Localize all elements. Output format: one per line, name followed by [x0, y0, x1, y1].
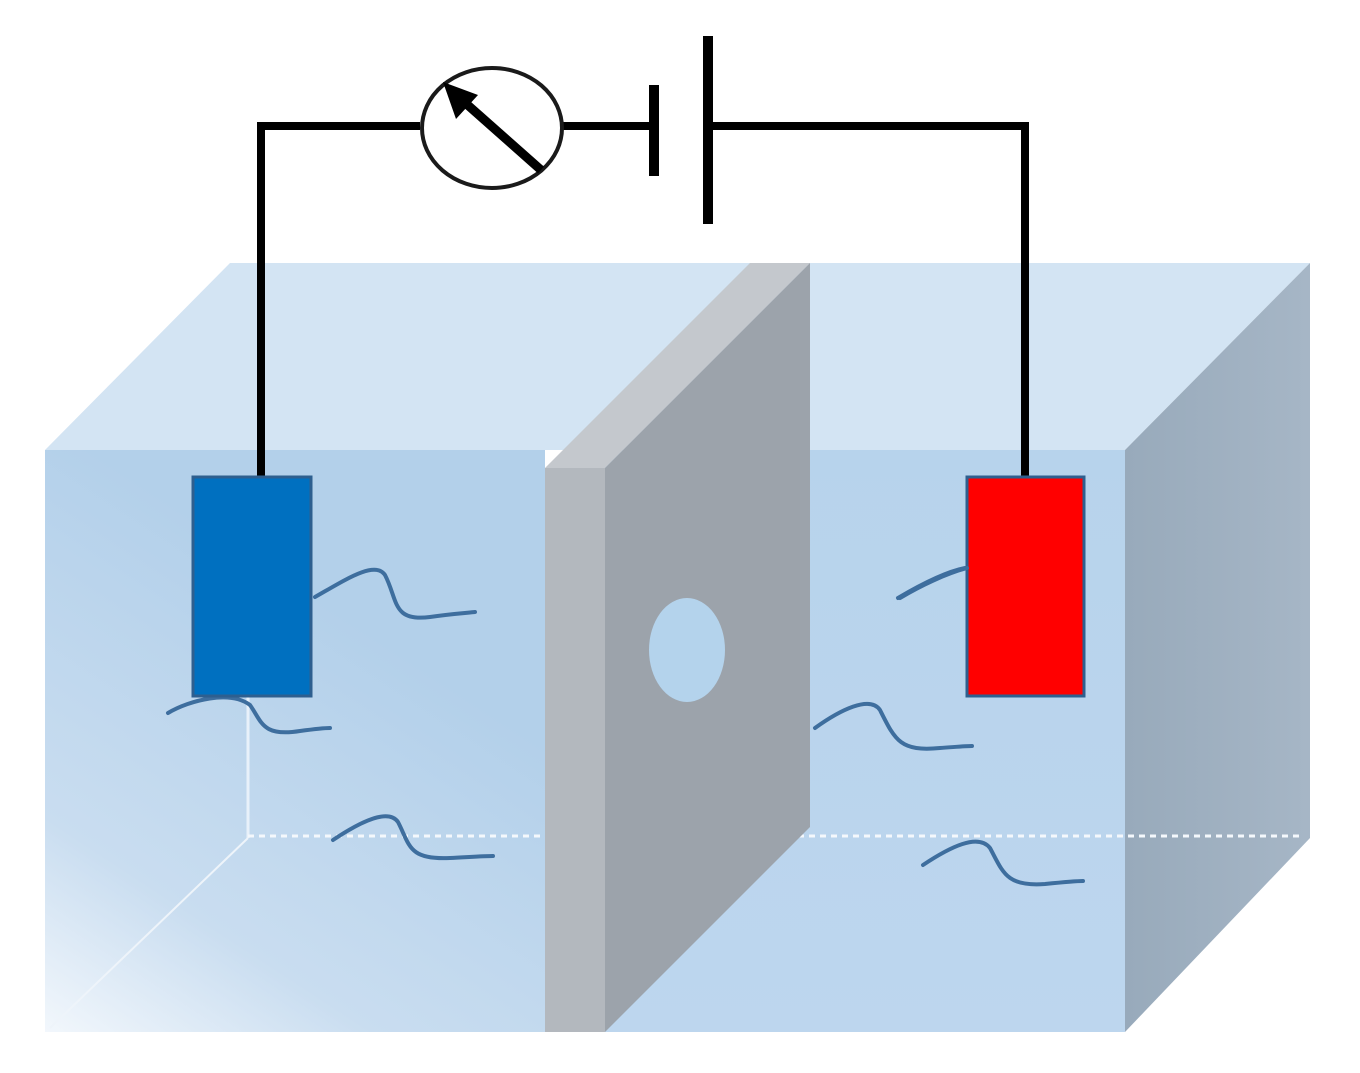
ammeter-needle — [459, 96, 544, 174]
dna-strand — [313, 567, 477, 620]
left-electrode — [191, 475, 313, 698]
left-wire — [257, 122, 420, 476]
circuit-wiring — [257, 122, 1029, 476]
tank-front-face-left — [45, 450, 545, 1032]
right-electrode — [965, 475, 1086, 698]
dna-strand — [898, 566, 969, 600]
dna-strand — [331, 814, 495, 861]
membrane-front-edge — [545, 468, 605, 1032]
battery-symbol — [649, 36, 713, 224]
arrow-icon — [443, 82, 478, 119]
dna-strand — [921, 839, 1085, 887]
membrane — [545, 263, 810, 1032]
dna-strand — [813, 701, 974, 751]
tank-side-face — [1125, 263, 1310, 1032]
tank-hidden-edge-diagonal — [49, 837, 249, 1029]
nanopore — [649, 598, 725, 702]
membrane-top-edge — [545, 263, 810, 468]
dna-strand — [166, 695, 332, 735]
right-wire — [709, 122, 1029, 476]
ammeter-symbol — [420, 66, 564, 190]
